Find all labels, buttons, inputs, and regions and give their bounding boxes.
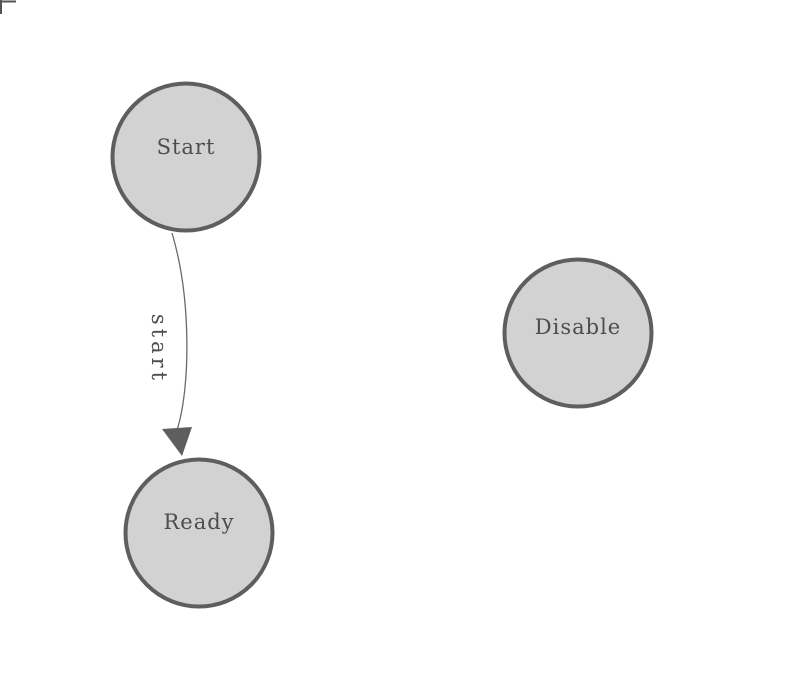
node-disable-label: Disable <box>535 315 621 339</box>
node-start[interactable]: Start <box>110 81 262 233</box>
node-ready-circle[interactable] <box>123 457 275 609</box>
node-ready[interactable]: Ready <box>123 457 275 609</box>
node-disable-circle[interactable] <box>502 257 654 409</box>
canvas-corner-mark-icon <box>0 0 16 14</box>
node-start-circle[interactable] <box>110 81 262 233</box>
edge-start-to-ready[interactable]: start <box>147 232 192 456</box>
node-start-label: Start <box>157 135 216 159</box>
edge-line[interactable] <box>171 232 188 431</box>
node-disable[interactable]: Disable <box>502 257 654 409</box>
node-ready-label: Ready <box>163 510 234 534</box>
edge-label: start <box>147 314 171 384</box>
arrowhead-icon <box>162 427 192 456</box>
